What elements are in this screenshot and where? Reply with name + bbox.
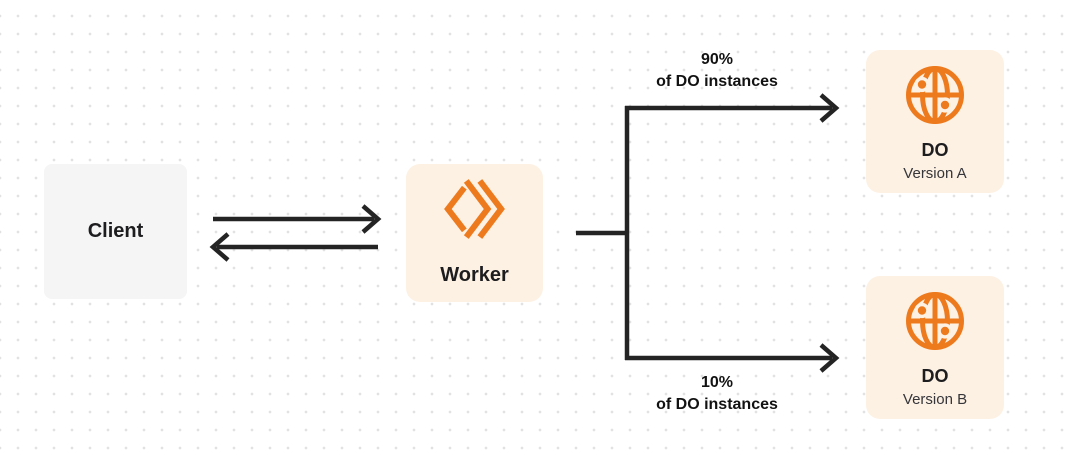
- arrow-worker-to-client: [209, 232, 378, 262]
- do-b-subtitle: Version B: [902, 391, 968, 408]
- split-bottom-percent: 10%: [700, 374, 734, 391]
- workers-icon: [443, 178, 506, 240]
- worker-node: Worker: [406, 164, 543, 302]
- arrow-to-do-version-b: [625, 343, 840, 373]
- split-bottom-label: 10% of DO instances: [622, 372, 812, 416]
- do-a-subtitle: Version A: [903, 165, 967, 182]
- do-b-title: DO: [921, 366, 949, 386]
- split-top-percent: 90%: [700, 51, 734, 68]
- durable-object-globe-icon: [903, 63, 967, 127]
- arrow-to-do-version-a: [625, 93, 840, 123]
- client-node: Client: [44, 164, 187, 299]
- split-bottom-caption: of DO instances: [656, 396, 778, 413]
- split-top-caption: of DO instances: [656, 73, 778, 90]
- arrow-client-to-worker: [213, 204, 382, 234]
- do-a-title: DO: [921, 140, 949, 160]
- do-version-a-node: DO Version A: [866, 50, 1004, 193]
- client-label: Client: [87, 220, 144, 242]
- durable-object-globe-icon: [903, 289, 967, 353]
- split-top-label: 90% of DO instances: [622, 49, 812, 93]
- do-version-b-node: DO Version B: [866, 276, 1004, 419]
- split-trunk-line: [576, 106, 630, 360]
- worker-label: Worker: [440, 264, 509, 286]
